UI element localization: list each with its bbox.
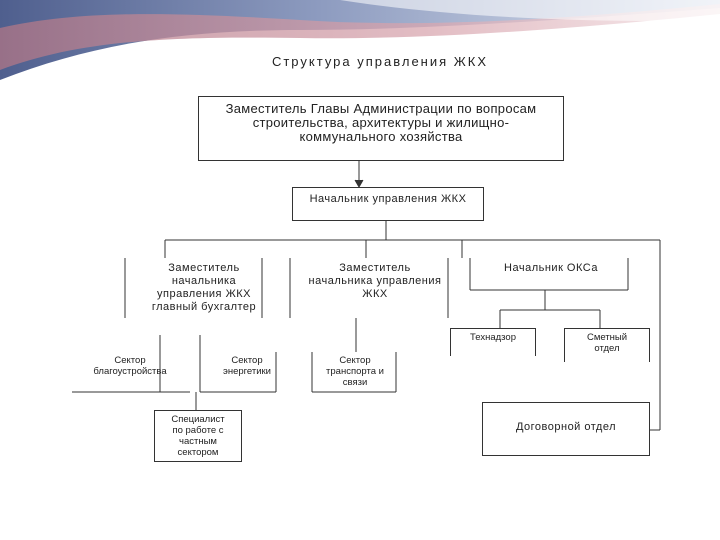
- head-zhkh-box: Начальник управления ЖКХ: [292, 187, 484, 221]
- technadzor-box: Технадзор: [450, 328, 536, 356]
- deputy-head-administration-box: Заместитель Главы Администрации по вопро…: [198, 96, 564, 161]
- deputy-head-zhkh-node: Заместитель начальника управления ЖКХ: [308, 262, 442, 300]
- energy-sector-node: Сектор энергетики: [222, 355, 271, 377]
- private-sector-specialist-box: Специалист по работе с частным сектором: [154, 410, 242, 462]
- decorative-header-banner: [0, 0, 720, 80]
- deputy-chief-accountant-node: Заместитель начальника управления ЖКХ гл…: [151, 262, 257, 313]
- estimate-department-box: Сметный отдел: [564, 328, 650, 362]
- transport-sector-node: Сектор транспорта и связи: [326, 355, 384, 388]
- landscaping-sector-node: Сектор благоустройства: [93, 355, 167, 377]
- diagram-title: Структура управления ЖКХ: [271, 54, 489, 69]
- contracts-department-box: Договорной отдел: [482, 402, 650, 456]
- head-oks-node: Начальник ОКСа: [504, 262, 598, 274]
